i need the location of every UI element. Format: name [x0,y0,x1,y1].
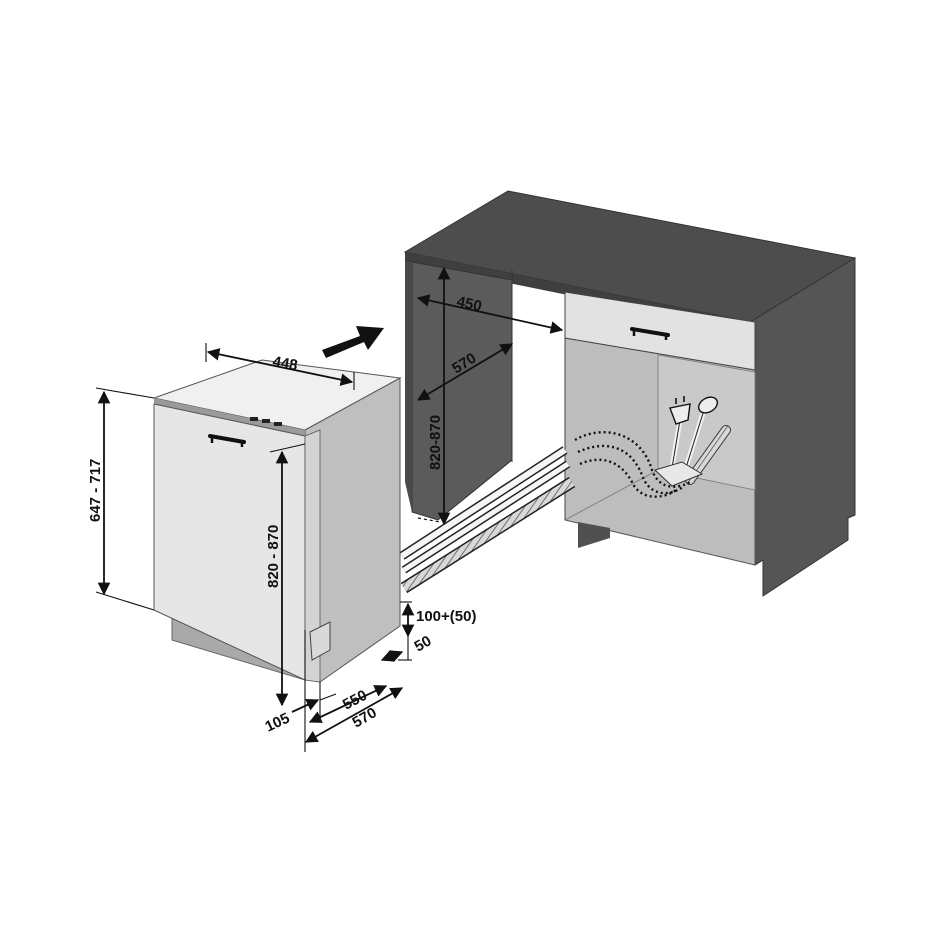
label-appliance-width: 448 [271,353,299,374]
water-valve-icon [681,396,719,475]
label-appliance-height: 647 - 717 [87,459,104,522]
hose-route-3 [579,458,677,498]
dimension-labels: 448 647 - 717 820 - 870 100+(50) 50 550 … [87,293,483,735]
dishwasher [152,326,402,683]
label-plinth-height: 100+(50) [416,608,476,625]
label-plinth-setback: 50 [412,632,435,655]
label-niche-height: 820-870 [427,415,444,470]
hose-route-1 [574,431,691,488]
door-handle [208,434,246,444]
cabinet-plinth-right [578,522,610,548]
cabinet-right-side [749,257,856,597]
floor-marker [417,517,441,523]
connections [574,396,731,498]
wall-outlet-box [654,461,704,487]
dimension-lines [95,266,564,752]
floor-hoses [399,446,576,594]
door-hinge [309,621,331,661]
label-niche-width: 450 [455,293,483,315]
arrow-right-icon [322,326,384,358]
cabinet-left-panel-side [405,262,412,512]
drawer-handle [630,327,670,337]
label-door-offset: 105 [263,710,293,736]
label-niche-height-front: 820 - 870 [265,525,282,588]
kitchen-cabinet [403,190,857,597]
power-plug-icon [669,396,691,469]
hose-route-2 [577,444,685,495]
